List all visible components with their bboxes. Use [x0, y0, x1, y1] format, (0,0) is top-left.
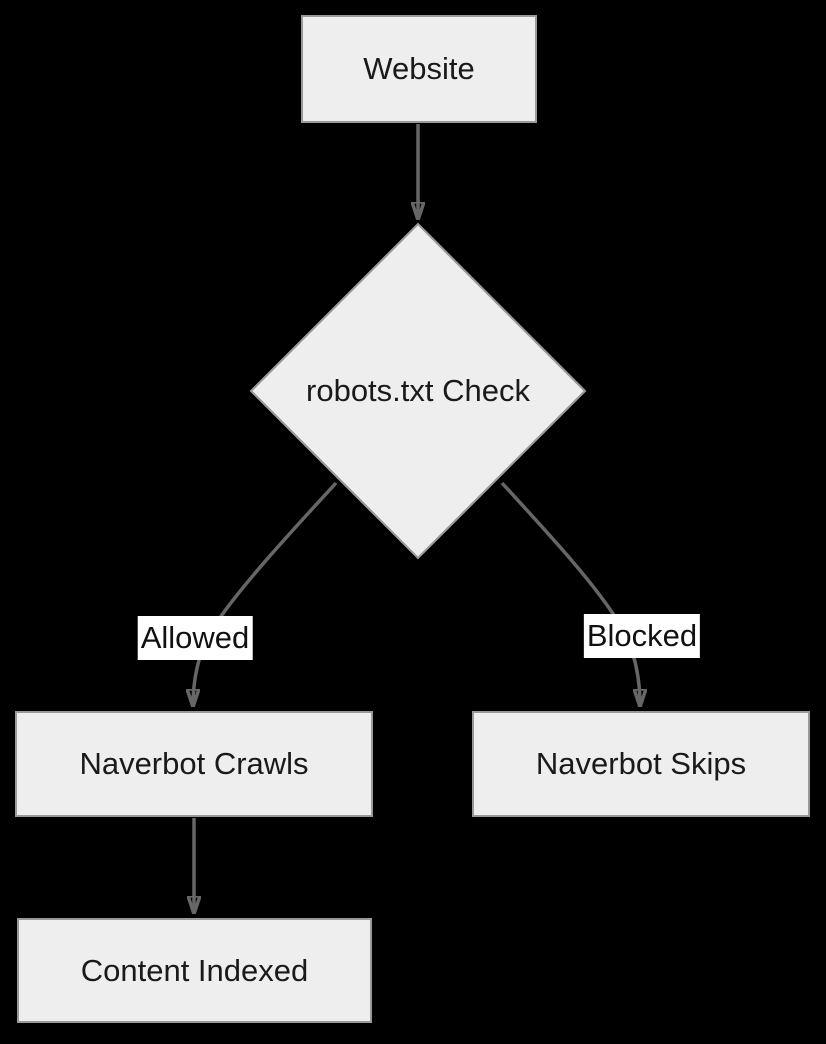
node-website: Website — [301, 15, 537, 123]
node-website-label: Website — [363, 51, 475, 86]
edge-label-blocked: Blocked — [583, 614, 701, 658]
node-robots-check-label: robots.txt Check — [306, 373, 530, 408]
edge-check-to-crawls — [193, 481, 338, 706]
node-naverbot-crawls-label: Naverbot Crawls — [79, 746, 309, 781]
node-naverbot-skips: Naverbot Skips — [472, 711, 810, 817]
node-content-indexed-label: Content Indexed — [80, 952, 309, 988]
edge-label-allowed: Allowed — [137, 616, 253, 660]
node-naverbot-skips-label: Naverbot Skips — [535, 746, 747, 781]
node-content-indexed: Content Indexed — [17, 918, 372, 1023]
edge-check-to-skips — [500, 481, 640, 706]
node-naverbot-crawls: Naverbot Crawls — [15, 711, 373, 817]
